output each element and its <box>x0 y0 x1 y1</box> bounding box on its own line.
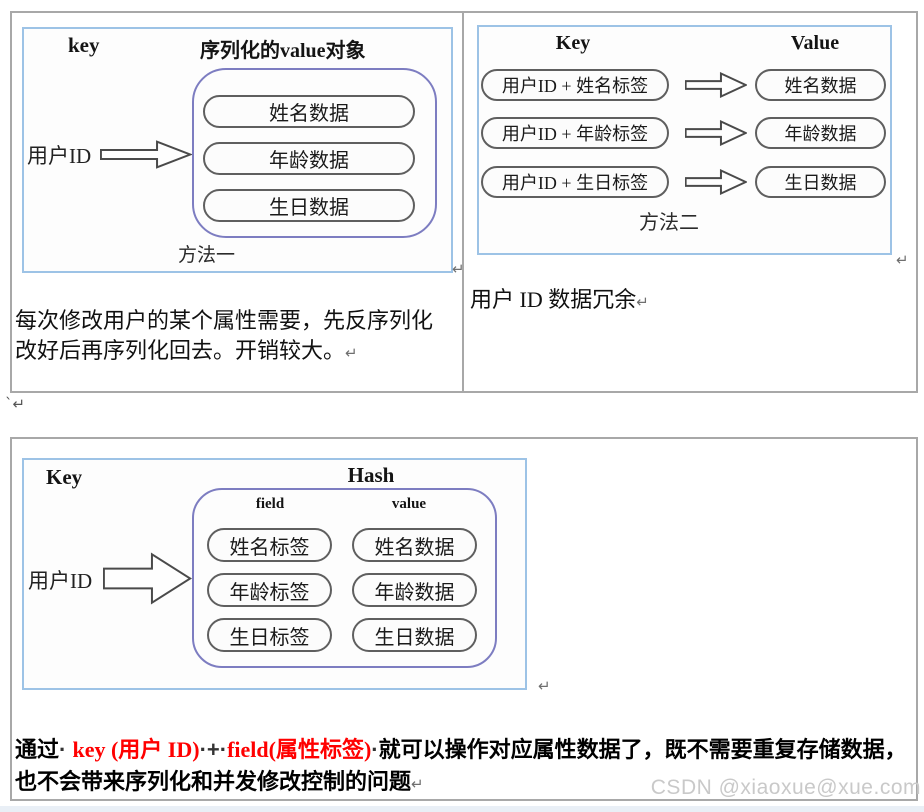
method2-value-header: Value <box>790 32 840 54</box>
field-pill: 生日标签 <box>207 618 332 652</box>
block-arrow-icon <box>103 551 192 606</box>
method2-key-header: Key <box>555 32 591 54</box>
key-pill: 用户ID + 姓名标签 <box>481 69 669 101</box>
paragraph-return-icon: ↵ <box>636 293 649 311</box>
key-pill: 用户ID + 生日标签 <box>481 166 669 198</box>
method1-key-header: key <box>68 33 100 57</box>
method2-cell: Key Value 用户ID + 姓名标签 姓名数据 用户ID + 年龄标签 年… <box>464 13 916 391</box>
value-pill: 生日数据 <box>755 166 886 198</box>
serialized-object-box: 姓名数据 年龄数据 生日数据 <box>192 68 437 238</box>
value-pill: 年龄数据 <box>352 573 477 607</box>
data-pill: 生日数据 <box>203 189 415 222</box>
key-pill: 用户ID + 年龄标签 <box>481 117 669 149</box>
value-pill: 年龄数据 <box>755 117 886 149</box>
block-arrow-icon <box>685 72 747 98</box>
summary-body: 就可以操作对应属性数据了，既不需要重复存储数据，也不会带来序列化和并发修改控制的… <box>15 737 907 794</box>
paragraph-return-icon: ↵ <box>345 344 358 362</box>
method1-value-header: 序列化的value对象 <box>200 40 366 62</box>
value-pill: 生日数据 <box>352 618 477 652</box>
space-dot-mark: · <box>59 737 73 762</box>
summary-field-highlight: field(属性标签) <box>227 737 372 762</box>
summary-key-highlight: key (用户 ID) <box>72 737 200 762</box>
method1-diagram: key 序列化的value对象 用户ID 姓名数据 年龄数据 生日数据 方法一 <box>22 27 453 273</box>
paragraph-return-icon: ↵ <box>896 251 909 269</box>
paragraph-return-icon: ↵ <box>12 395 26 413</box>
value-pill: 姓名数据 <box>755 69 886 101</box>
method1-note-line1: 每次修改用户的某个属性需要，先反序列化 <box>15 308 434 333</box>
value-column-header: value <box>391 496 427 512</box>
plus-separator: ·+· <box>199 737 228 762</box>
bottom-strip <box>0 806 924 812</box>
method1-cell: key 序列化的value对象 用户ID 姓名数据 年龄数据 生日数据 方法一 … <box>12 13 465 391</box>
data-pill: 年龄数据 <box>203 142 415 175</box>
method1-note: 每次修改用户的某个属性需要，先反序列化 改好后再序列化回去。开销较大。↵ <box>15 306 457 368</box>
empty-paragraph-mark: `↵ <box>5 395 25 413</box>
field-pill: 姓名标签 <box>207 528 332 562</box>
method2-diagram: Key Value 用户ID + 姓名标签 姓名数据 用户ID + 年龄标签 年… <box>477 25 892 255</box>
hash-method-table: Key Hash 用户ID field value 姓名标签 姓名数据 年龄标签… <box>10 437 918 801</box>
hash-object-box: field value 姓名标签 姓名数据 年龄标签 年龄数据 生日标签 生日数… <box>192 488 497 668</box>
block-arrow-icon <box>100 139 192 170</box>
field-pill: 年龄标签 <box>207 573 332 607</box>
method3-hash-header: Hash <box>347 463 395 487</box>
field-column-header: field <box>255 496 285 512</box>
paragraph-return-icon: ↵ <box>411 775 424 793</box>
method1-caption: 方法一 <box>178 245 236 266</box>
summary-prefix: 通过 <box>15 737 60 762</box>
comparison-table: key 序列化的value对象 用户ID 姓名数据 年龄数据 生日数据 方法一 … <box>10 11 918 393</box>
block-arrow-icon <box>685 169 747 195</box>
method3-key-header: Key <box>46 465 83 489</box>
data-pill: 姓名数据 <box>203 95 415 128</box>
paragraph-return-icon: ↵ <box>452 260 465 278</box>
space-dot-mark: · <box>371 737 379 762</box>
value-pill: 姓名数据 <box>352 528 477 562</box>
method1-note-line2: 改好后再序列化回去。开销较大。 <box>15 338 346 363</box>
method2-caption: 方法二 <box>639 212 699 234</box>
summary-paragraph: 通过· key (用户 ID)·+·field(属性标签)·就可以操作对应属性数… <box>15 734 909 800</box>
method3-userid-label: 用户ID <box>28 569 93 593</box>
method1-userid-label: 用户ID <box>27 144 92 168</box>
csdn-watermark: CSDN @xiaoxue@xue.com <box>650 776 921 799</box>
paragraph-return-icon: ↵ <box>538 677 551 695</box>
tick-mark: ` <box>5 395 13 413</box>
method2-note: 用户 ID 数据冗余↵ <box>470 287 649 312</box>
block-arrow-icon <box>685 120 747 146</box>
method3-diagram: Key Hash 用户ID field value 姓名标签 姓名数据 年龄标签… <box>22 458 527 690</box>
